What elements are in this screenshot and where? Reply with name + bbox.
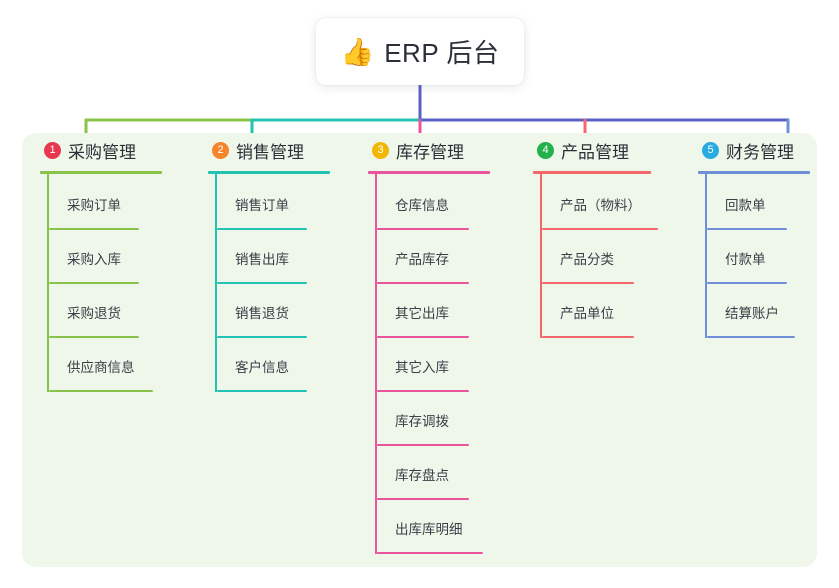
leaf-item-label: 库存盘点 xyxy=(395,468,449,483)
column-badge-5: 5 xyxy=(702,141,719,159)
leaf-item-rule xyxy=(49,228,139,230)
leaf-item-label: 仓库信息 xyxy=(395,198,449,213)
leaf-item-rule xyxy=(707,282,787,284)
leaf-item-rule xyxy=(542,282,634,284)
leaf-item[interactable]: 产品库存 xyxy=(377,230,515,284)
leaf-item-rule xyxy=(377,282,469,284)
leaf-item[interactable]: 付款单 xyxy=(707,230,817,284)
leaf-item-rule xyxy=(377,444,469,446)
leaf-item-label: 其它出库 xyxy=(395,306,449,321)
column-container: 1 采购管理采购订单采购入库采购退货供应商信息 2 销售管理销售订单销售出库销售退货客… xyxy=(22,133,817,567)
leaf-item[interactable]: 采购订单 xyxy=(49,176,190,230)
leaf-item-rule xyxy=(377,336,469,338)
leaf-item-rule xyxy=(377,228,469,230)
leaf-item-label: 销售出库 xyxy=(235,252,289,267)
leaf-item-rule xyxy=(217,390,307,392)
leaf-item-rule xyxy=(377,552,483,554)
leaf-item-rule xyxy=(49,336,139,338)
column-5: 5 财务管理回款单付款单结算账户 xyxy=(680,133,817,567)
column-badge-2: 2 xyxy=(212,141,229,159)
column-badge-3: 3 xyxy=(372,141,389,159)
column-header-5[interactable]: 5 财务管理 xyxy=(698,133,817,167)
column-title-3: 库存管理 xyxy=(396,142,464,162)
column-branch-4: 产品（物料） 产品分类产品单位 xyxy=(540,174,680,338)
column-3: 3 库存管理仓库信息产品库存其它出库其它入库库存调拨库存盘点出库库明细 xyxy=(350,133,515,567)
leaf-item[interactable]: 产品分类 xyxy=(542,230,680,284)
leaf-item-label: 采购退货 xyxy=(67,306,121,321)
leaf-item-label: 采购入库 xyxy=(67,252,121,267)
column-title-5: 财务管理 xyxy=(726,142,794,162)
leaf-item[interactable]: 销售订单 xyxy=(217,176,350,230)
leaf-item[interactable]: 出库库明细 xyxy=(377,500,515,554)
leaf-item[interactable]: 其它出库 xyxy=(377,284,515,338)
column-branch-5: 回款单付款单结算账户 xyxy=(705,174,817,338)
leaf-item-rule xyxy=(542,228,658,230)
leaf-item-label: 采购订单 xyxy=(67,198,121,213)
leaf-item-label: 销售订单 xyxy=(235,198,289,213)
leaf-item-rule xyxy=(377,390,469,392)
column-header-rule-2 xyxy=(208,171,330,174)
leaf-item-label: 库存调拨 xyxy=(395,414,449,429)
column-header-4[interactable]: 4 产品管理 xyxy=(533,133,680,167)
column-4: 4 产品管理产品（物料） 产品分类产品单位 xyxy=(515,133,680,567)
leaf-item[interactable]: 仓库信息 xyxy=(377,176,515,230)
thumbs-up-icon: 👍 xyxy=(340,37,375,67)
leaf-item[interactable]: 采购入库 xyxy=(49,230,190,284)
leaf-item[interactable]: 库存盘点 xyxy=(377,446,515,500)
column-header-2[interactable]: 2 销售管理 xyxy=(208,133,350,167)
column-header-1[interactable]: 1 采购管理 xyxy=(40,133,190,167)
column-title-4: 产品管理 xyxy=(561,142,629,162)
column-header-rule-1 xyxy=(40,171,162,174)
leaf-item-rule xyxy=(542,336,634,338)
column-branch-1: 采购订单采购入库采购退货供应商信息 xyxy=(47,174,190,392)
column-header-rule-4 xyxy=(533,171,651,174)
leaf-item[interactable]: 库存调拨 xyxy=(377,392,515,446)
diagram-panel xyxy=(22,133,817,567)
leaf-item-rule xyxy=(217,336,307,338)
leaf-item[interactable]: 供应商信息 xyxy=(49,338,190,392)
column-header-rule-3 xyxy=(368,171,490,174)
leaf-item-label: 产品（物料） xyxy=(560,198,641,213)
leaf-item[interactable]: 产品（物料） xyxy=(542,176,680,230)
leaf-item-rule xyxy=(377,498,469,500)
column-title-2: 销售管理 xyxy=(236,142,304,162)
column-badge-1: 1 xyxy=(44,141,61,159)
column-title-1: 采购管理 xyxy=(68,142,136,162)
root-node-card[interactable]: 👍 ERP 后台 xyxy=(316,18,524,85)
leaf-item[interactable]: 销售退货 xyxy=(217,284,350,338)
column-header-rule-5 xyxy=(698,171,810,174)
leaf-item[interactable]: 产品单位 xyxy=(542,284,680,338)
leaf-item-rule xyxy=(217,228,307,230)
leaf-item-label: 供应商信息 xyxy=(67,360,135,375)
column-badge-4: 4 xyxy=(537,141,554,159)
leaf-item[interactable]: 采购退货 xyxy=(49,284,190,338)
leaf-item[interactable]: 客户信息 xyxy=(217,338,350,392)
root-node-title: ERP 后台 xyxy=(384,38,500,68)
leaf-item-label: 其它入库 xyxy=(395,360,449,375)
leaf-item[interactable]: 销售出库 xyxy=(217,230,350,284)
leaf-item-rule xyxy=(707,336,795,338)
column-header-3[interactable]: 3 库存管理 xyxy=(368,133,515,167)
leaf-item-rule xyxy=(707,228,787,230)
leaf-item-label: 产品单位 xyxy=(560,306,614,321)
leaf-item-label: 客户信息 xyxy=(235,360,289,375)
column-branch-2: 销售订单销售出库销售退货客户信息 xyxy=(215,174,350,392)
leaf-item-label: 产品分类 xyxy=(560,252,614,267)
leaf-item-label: 产品库存 xyxy=(395,252,449,267)
leaf-item-rule xyxy=(217,282,307,284)
leaf-item[interactable]: 回款单 xyxy=(707,176,817,230)
column-1: 1 采购管理采购订单采购入库采购退货供应商信息 xyxy=(22,133,190,567)
leaf-item-label: 销售退货 xyxy=(235,306,289,321)
leaf-item-label: 结算账户 xyxy=(725,306,779,321)
leaf-item-rule xyxy=(49,282,139,284)
leaf-item-label: 出库库明细 xyxy=(395,522,463,537)
leaf-item-label: 回款单 xyxy=(725,198,766,213)
leaf-item[interactable]: 其它入库 xyxy=(377,338,515,392)
leaf-item[interactable]: 结算账户 xyxy=(707,284,817,338)
column-branch-3: 仓库信息产品库存其它出库其它入库库存调拨库存盘点出库库明细 xyxy=(375,174,515,554)
column-2: 2 销售管理销售订单销售出库销售退货客户信息 xyxy=(190,133,350,567)
leaf-item-rule xyxy=(49,390,153,392)
leaf-item-label: 付款单 xyxy=(725,252,766,267)
